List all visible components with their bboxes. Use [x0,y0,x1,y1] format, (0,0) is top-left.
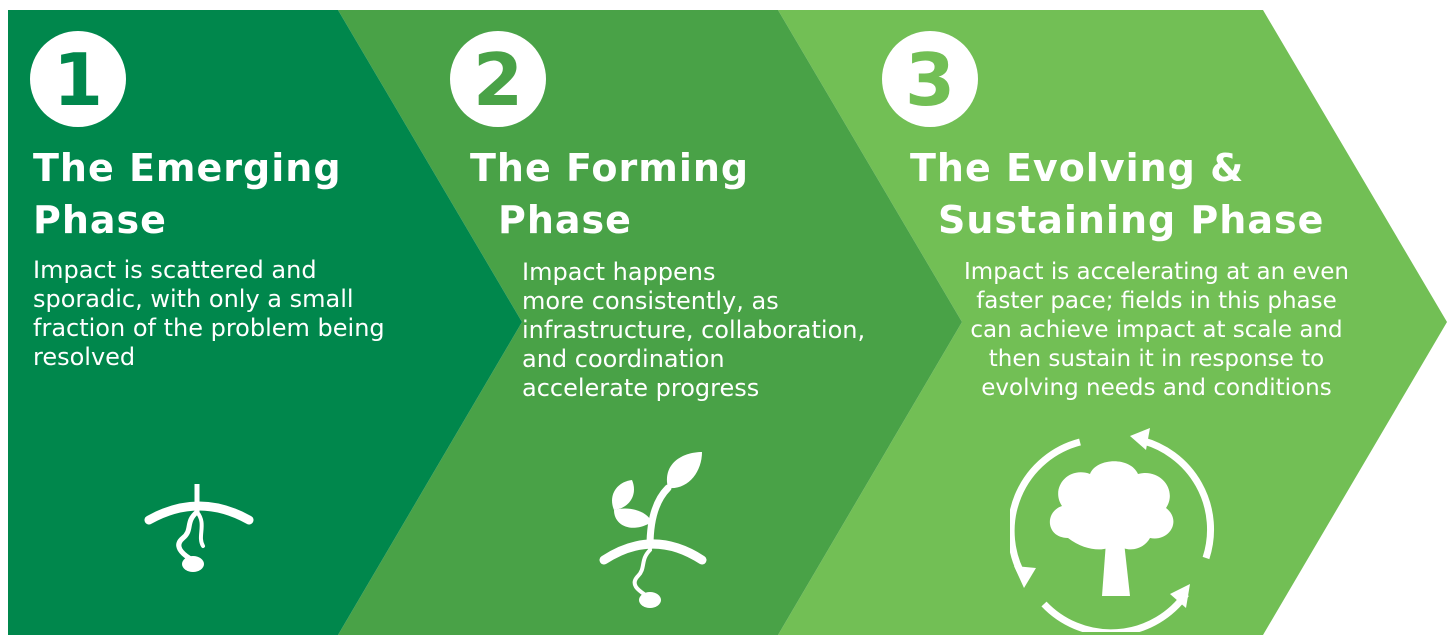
phase-2-title-line1: The Forming [470,146,750,190]
phase-1-title-line2: Phase [33,198,167,242]
phase-3-chevron [778,10,1447,635]
phase-2-chevron [338,10,962,635]
phase-3-title: The Evolving & Sustaining Phase [910,142,1324,246]
tree-cycle-icon [1007,428,1220,637]
phase-2-title: The Forming Phase [470,142,749,246]
phase-1-title: The Emerging Phase [33,142,342,246]
phase-1-chevron [8,10,522,635]
seed-sprouting-underground-icon [143,481,255,581]
phase-2-title-line2: Phase [498,198,632,242]
phase-2-number: 2 [450,31,546,127]
phase-3-title-line2: Sustaining Phase [938,198,1325,242]
phase-3-title-line1: The Evolving & [910,146,1245,190]
phase-1-number: 1 [30,31,126,127]
seedling-icon [598,450,708,615]
phase-1-title-line1: The Emerging [33,146,342,190]
phase-2-description: Impact happens more consistently, as inf… [522,258,866,402]
phase-3-description: Impact is accelerating at an even faster… [964,259,1349,401]
phase-1-description: Impact is scattered and sporadic, with o… [33,256,385,371]
phase-3-number: 3 [882,31,978,127]
